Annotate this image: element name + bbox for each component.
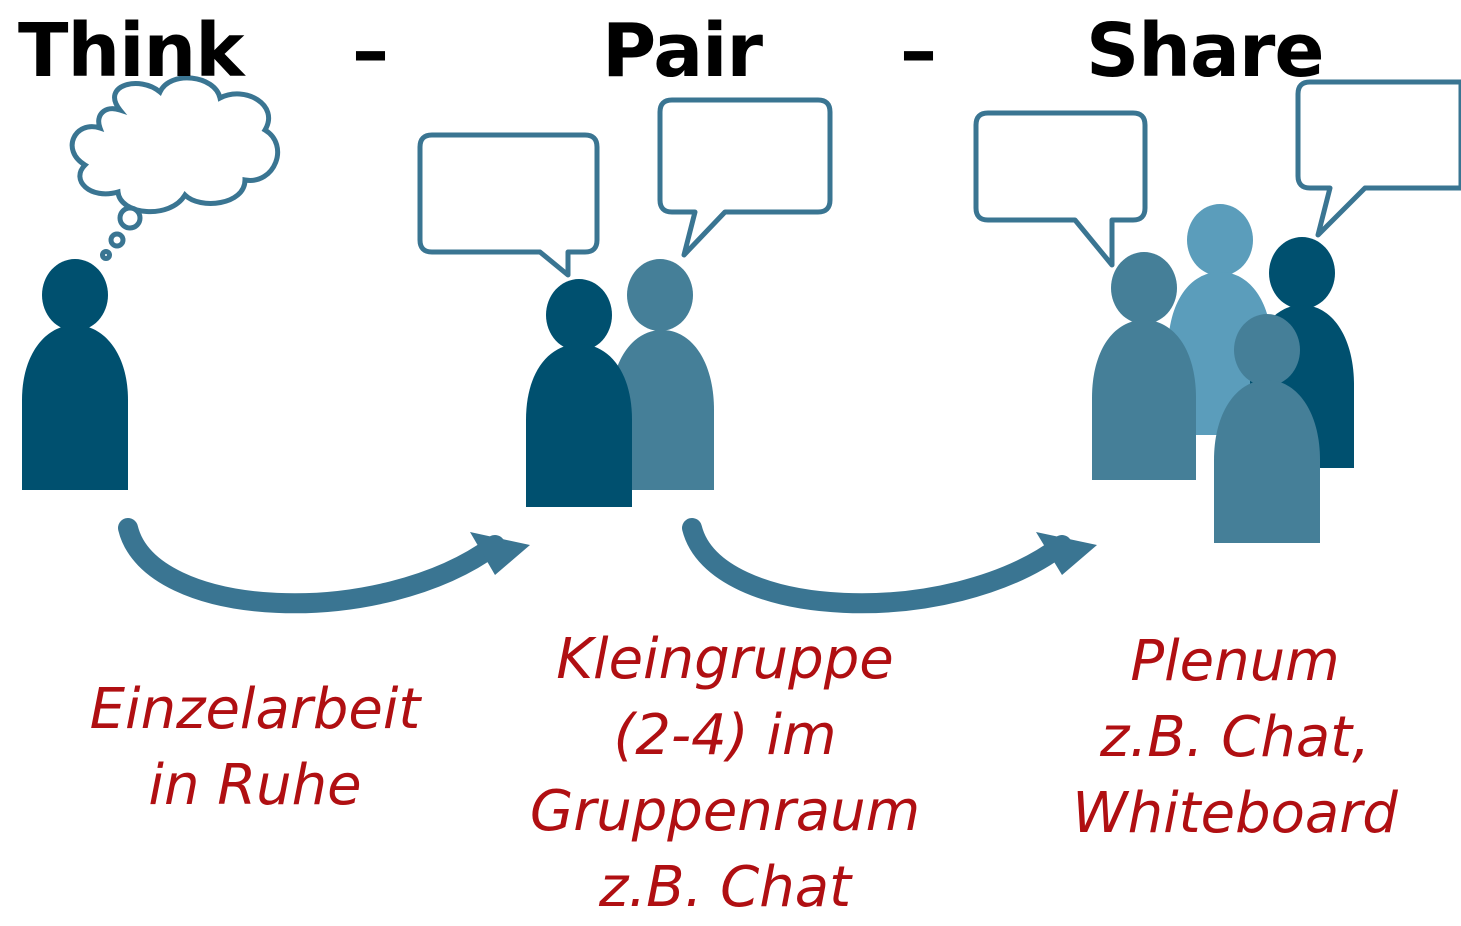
arrow-think-to-pair-icon [118,518,530,614]
caption-line: z.B. Chat, [1100,705,1370,770]
caption-line: Gruppenraum [529,779,921,844]
caption-think: Einzelarbeit in Ruhe [55,672,455,824]
separator-dash: – [900,8,937,94]
caption-line: Einzelarbeit [89,677,421,742]
caption-line: Plenum [1130,629,1340,694]
step-title-pair: Pair [602,8,763,94]
caption-line: in Ruhe [148,753,362,818]
caption-line: Kleingruppe [556,627,894,692]
thought-cloud-icon [69,75,281,261]
speech-bubble-icon [657,97,833,258]
caption-line: z.B. Chat [598,855,852,920]
group-person-front-icon [1214,314,1320,543]
thinking-person-icon [22,259,128,490]
group-person-mid-left-icon [1092,252,1196,480]
step-title-share: Share [1086,8,1325,94]
arrow-pair-to-share-icon [682,518,1097,614]
caption-line: Whiteboard [1072,781,1398,846]
step-title-think: Think [18,8,244,94]
speech-bubble-icon [973,110,1148,268]
speech-bubble-icon [417,132,600,278]
pair-person-front-icon [526,279,632,507]
separator-dash: – [352,8,389,94]
caption-pair: Kleingruppe (2-4) im Gruppenraum z.B. Ch… [505,622,945,926]
pair-person-back-icon [610,259,714,490]
caption-share: Plenum z.B. Chat, Whiteboard [1030,624,1440,852]
caption-line: (2-4) im [613,703,837,768]
speech-bubble-icon [1295,79,1461,238]
